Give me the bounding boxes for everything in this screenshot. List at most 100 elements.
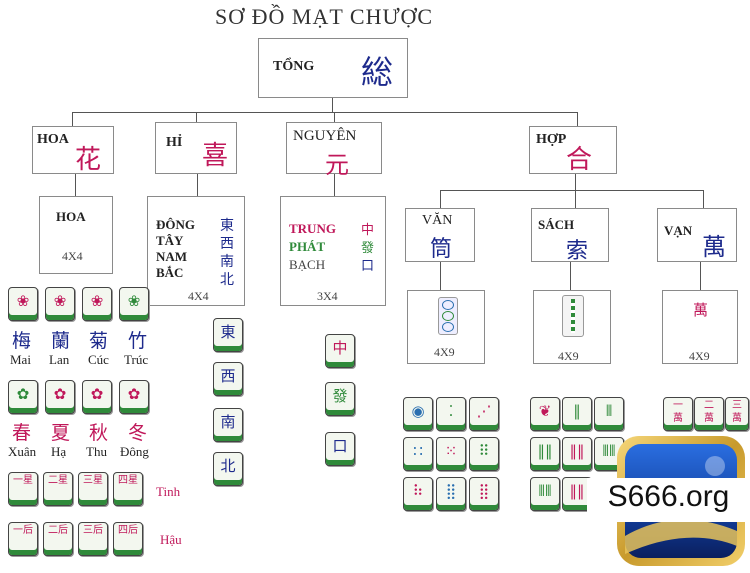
hoa-count-box: HOA 4X4 [39, 196, 113, 274]
site-logo: S666.org [587, 436, 750, 568]
dragon-tile-icon: 發 [325, 382, 355, 416]
bamboo-tile-icon: ⦀ [594, 397, 624, 431]
circle-tile-icon: ⋰ [469, 397, 499, 431]
category-hi: HỈ 喜 [155, 122, 237, 174]
bamboo-tile-icon: ‖‖ [530, 437, 560, 471]
connector [440, 190, 703, 191]
season-vi: Hạ [51, 444, 66, 460]
hi-count: 4X4 [188, 289, 209, 304]
category-hop: HỢP 合 [529, 126, 617, 174]
connector [197, 174, 198, 196]
season-han: 秋 [89, 418, 108, 445]
character-tile-icon: 萬 [693, 299, 708, 320]
dragon-vi: BẠCH [289, 257, 325, 273]
connector [332, 98, 333, 112]
connector [75, 174, 76, 196]
nguyen-dragons-box: TRUNG PHÁT BẠCH 中 發 口 3X4 [280, 196, 386, 306]
circle-tile-icon: ⁙ [436, 437, 466, 471]
circle-tile-icon: ⠿ [469, 437, 499, 471]
character-tile-icon: 二萬 [694, 397, 724, 431]
season-han: 春 [12, 418, 31, 445]
character-tile-icon: 一萬 [663, 397, 693, 431]
suit-box: SÁCH 索 [531, 208, 609, 262]
flower-tile-icon: ❀ [82, 287, 112, 321]
dragon-han: 口 [361, 255, 374, 274]
suit-count-box: 萬 4X9 [662, 290, 738, 364]
suit-label: SÁCH [538, 217, 574, 233]
wind-vi: TÂY [156, 233, 183, 249]
suit-count: 4X9 [689, 349, 710, 364]
connector [570, 262, 571, 290]
connector [703, 190, 704, 208]
star-tile-icon: 三星 [78, 472, 108, 506]
flower-tile-icon: ❀ [8, 287, 38, 321]
season-vi: Xuân [8, 444, 36, 460]
season-tile-icon: ✿ [45, 380, 75, 414]
bamboo-tile-icon: ❦ [530, 397, 560, 431]
wind-han: 東 [220, 215, 234, 235]
flower-han: 菊 [89, 326, 108, 353]
star-tile-icon: 四星 [113, 472, 143, 506]
connector [700, 262, 701, 290]
circle-tile-icon [438, 297, 458, 335]
season-tile-icon: ✿ [82, 380, 112, 414]
connector [577, 112, 578, 126]
connector [72, 112, 577, 113]
circle-tile-icon: ⣿ [436, 477, 466, 511]
root-han: 総 [361, 47, 393, 93]
wind-vi: BẮC [156, 265, 183, 281]
category-hop-label: HỢP [536, 132, 566, 148]
after-tile-icon: 二后 [43, 522, 73, 556]
bamboo-tile-icon: ⦀⦀ [530, 477, 560, 511]
nguyen-count: 3X4 [317, 289, 338, 304]
season-vi: Đông [120, 444, 149, 460]
suit-han: 筒 [430, 231, 452, 263]
dragon-vi: PHÁT [289, 239, 325, 255]
category-nguyen-label: NGUYÊN [293, 128, 356, 145]
category-hoa-han: 花 [75, 139, 101, 176]
connector [575, 174, 576, 190]
circle-tile-icon: ⣿ [469, 477, 499, 511]
season-han: 冬 [128, 418, 147, 445]
dragon-tile-icon: 口 [325, 432, 355, 466]
wind-tile-icon: 西 [213, 362, 243, 396]
suit-label: VĂN [422, 213, 452, 229]
season-han: 夏 [51, 418, 70, 445]
wind-han: 北 [220, 269, 234, 289]
circle-tile-icon: ∷ [403, 437, 433, 471]
bamboo-tile-icon [562, 295, 584, 337]
suit-han: 索 [566, 233, 588, 265]
star-tile-icon: 二星 [43, 472, 73, 506]
category-hi-han: 喜 [202, 135, 228, 172]
suit-label: VẠN [664, 223, 692, 239]
flower-vi: Trúc [124, 352, 148, 368]
suit-count-box: 4X9 [407, 290, 485, 364]
flower-tile-icon: ❀ [45, 287, 75, 321]
wind-vi: NAM [156, 249, 187, 265]
flower-vi: Lan [49, 352, 69, 368]
dragon-han: 發 [361, 237, 374, 256]
suit-box: VĂN 筒 [405, 208, 475, 262]
dragon-vi: TRUNG [289, 221, 336, 237]
wind-han: 南 [220, 251, 234, 271]
category-hi-label: HỈ [166, 135, 182, 151]
after-tile-icon: 一后 [8, 522, 38, 556]
star-tile-icon: 一星 [8, 472, 38, 506]
category-hoa: HOA 花 [32, 126, 114, 174]
dragon-tile-icon: 中 [325, 334, 355, 368]
flower-vi: Mai [10, 352, 31, 368]
flower-han: 蘭 [51, 326, 70, 353]
category-hop-han: 合 [566, 139, 592, 176]
flower-han: 竹 [128, 326, 147, 353]
diagram-title: SƠ ĐỒ MẠT CHƯỢC [215, 4, 433, 30]
wind-tile-icon: 東 [213, 318, 243, 352]
logo-text: S666.org [587, 480, 750, 514]
wind-tile-icon: 南 [213, 408, 243, 442]
wind-tile-icon: 北 [213, 452, 243, 486]
season-vi: Thu [86, 444, 107, 460]
flower-han: 梅 [12, 326, 31, 353]
wind-vi: ĐÔNG [156, 217, 195, 233]
suit-count: 4X9 [558, 349, 579, 364]
season-tile-icon: ✿ [119, 380, 149, 414]
suit-count: 4X9 [434, 345, 455, 360]
